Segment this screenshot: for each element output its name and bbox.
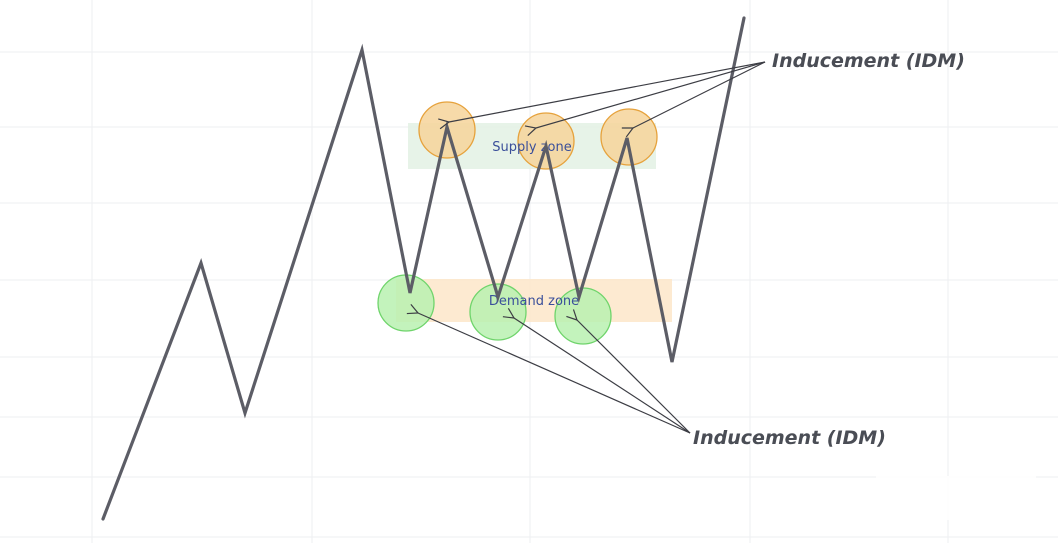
supply-inducement-circle: [600, 108, 658, 166]
demand-zone-label: Demand zone: [489, 294, 579, 309]
demand-inducement-circle: [377, 274, 435, 332]
idm-arrow: [449, 61, 766, 122]
idm-arrow: [633, 61, 766, 128]
idm-arrow: [514, 318, 691, 434]
idm-top-arrows: [449, 61, 766, 128]
supply-zone-label: Supply zone: [492, 140, 571, 155]
idm-label-top: Inducement (IDM): [772, 50, 965, 72]
idm-arrow: [577, 320, 691, 434]
idm-label-bottom: Inducement (IDM): [693, 427, 886, 449]
blank-patch: [876, 476, 1036, 520]
idm-arrow: [418, 313, 691, 434]
idm-bottom-arrows: [418, 313, 691, 434]
price-path-line: [101, 16, 746, 521]
demand-zone-box: [396, 279, 672, 322]
idm-arrow: [536, 61, 766, 128]
demand-inducement-circle: [469, 283, 527, 341]
